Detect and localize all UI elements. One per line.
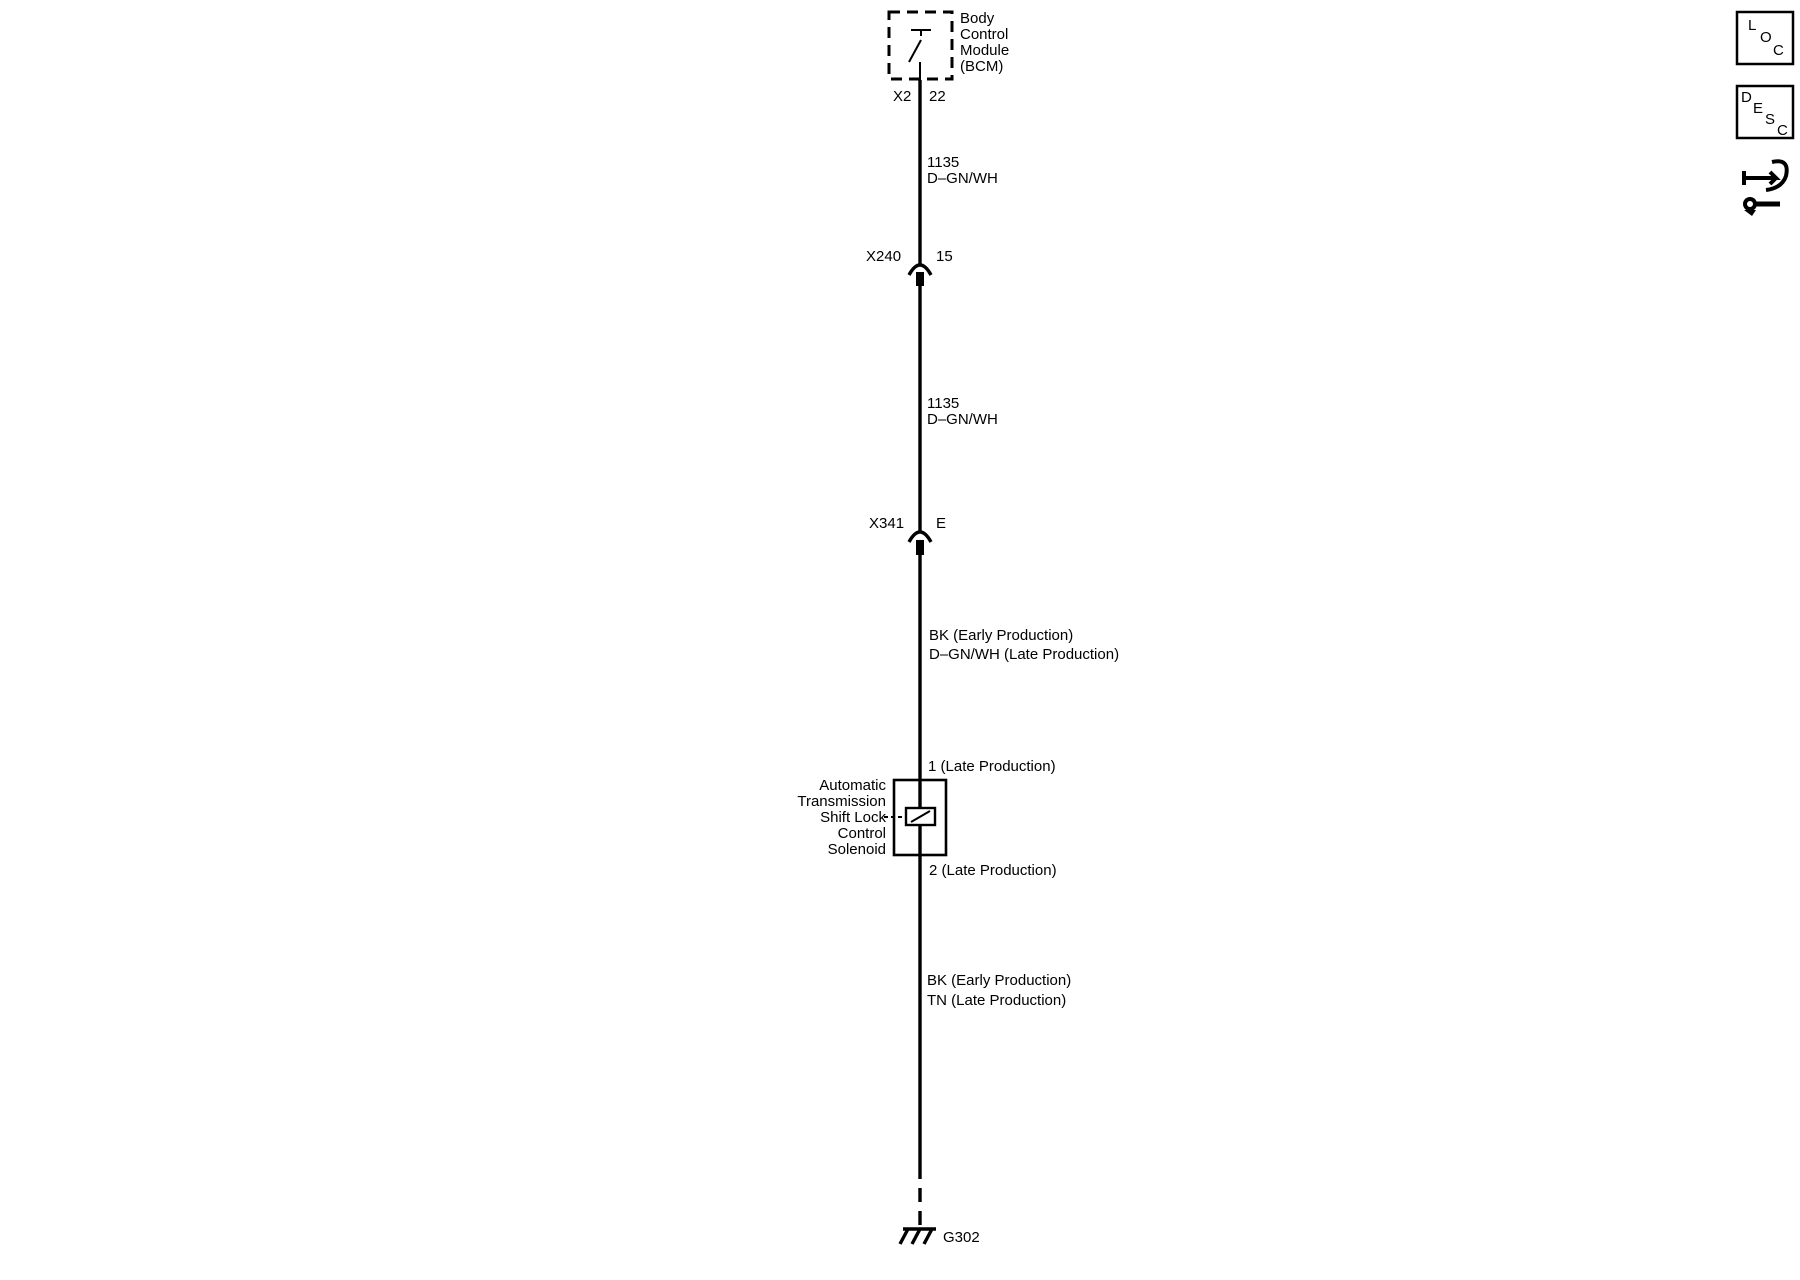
ground-g302[interactable]: G302 <box>898 1227 980 1246</box>
bcm-housing <box>887 10 954 81</box>
connector-x240[interactable]: X240 15 <box>866 248 953 286</box>
location-icon-letter-3: C <box>1773 42 1784 59</box>
connector-repair-icon[interactable] <box>1742 159 1789 216</box>
solenoid-name-line-1: Automatic <box>819 777 886 794</box>
wire-3-color-late: D–GN/WH (Late Production) <box>929 646 1119 663</box>
wire-2-color: D–GN/WH <box>927 411 998 428</box>
description-icon-letter-1: D <box>1741 89 1752 106</box>
bcm-name-line-3: Module <box>960 42 1009 59</box>
wire-4-color-early: BK (Early Production) <box>927 972 1071 989</box>
connector-x240-id: X240 <box>866 248 901 265</box>
connector-x240-pin: 15 <box>936 248 953 265</box>
connector-x341-female-icon <box>907 530 933 543</box>
body-control-module[interactable]: Body Control Module (BCM) X2 22 <box>887 10 1009 105</box>
connector-x341-pin: E <box>936 515 946 532</box>
solenoid-pin-1: 1 (Late Production) <box>928 758 1056 775</box>
bcm-name-line-2: Control <box>960 26 1008 43</box>
location-icon[interactable]: L O C <box>1735 10 1795 66</box>
solenoid-name-line-4: Control <box>838 825 886 842</box>
wire-1-circuit: 1135 <box>927 154 959 171</box>
bcm-connector-label: X2 <box>893 88 911 105</box>
solenoid-pin-2: 2 (Late Production) <box>929 862 1057 879</box>
connector-x341[interactable]: X341 E <box>869 515 946 555</box>
bcm-pin-label: 22 <box>929 88 946 105</box>
wire-2-circuit: 1135 <box>927 395 959 412</box>
ground-label: G302 <box>943 1229 980 1246</box>
connector-x341-id: X341 <box>869 515 904 532</box>
solenoid-name-line-5: Solenoid <box>828 841 886 858</box>
solenoid-name-line-3: Shift Lock <box>820 809 886 826</box>
wire-3-color-early: BK (Early Production) <box>929 627 1073 644</box>
location-icon-letter-1: L <box>1748 17 1756 34</box>
wire-1-color: D–GN/WH <box>927 170 998 187</box>
description-icon-letter-4: C <box>1777 122 1788 139</box>
bcm-switch-icon <box>908 29 931 80</box>
solenoid-coil-slash <box>910 810 931 823</box>
shift-lock-solenoid[interactable]: Automatic Transmission Shift Lock Contro… <box>797 758 1056 879</box>
description-icon[interactable]: D E S C <box>1735 84 1795 140</box>
connector-x240-female-icon <box>907 263 933 276</box>
bcm-name-line-1: Body <box>960 10 995 27</box>
wire-4-color-late: TN (Late Production) <box>927 992 1066 1009</box>
location-icon-letter-2: O <box>1760 29 1772 46</box>
description-icon-letter-2: E <box>1753 100 1763 117</box>
ground-icon <box>898 1227 936 1245</box>
solenoid-name-line-2: Transmission <box>797 793 886 810</box>
bcm-name-line-4: (BCM) <box>960 58 1003 75</box>
description-icon-letter-3: S <box>1765 111 1775 128</box>
